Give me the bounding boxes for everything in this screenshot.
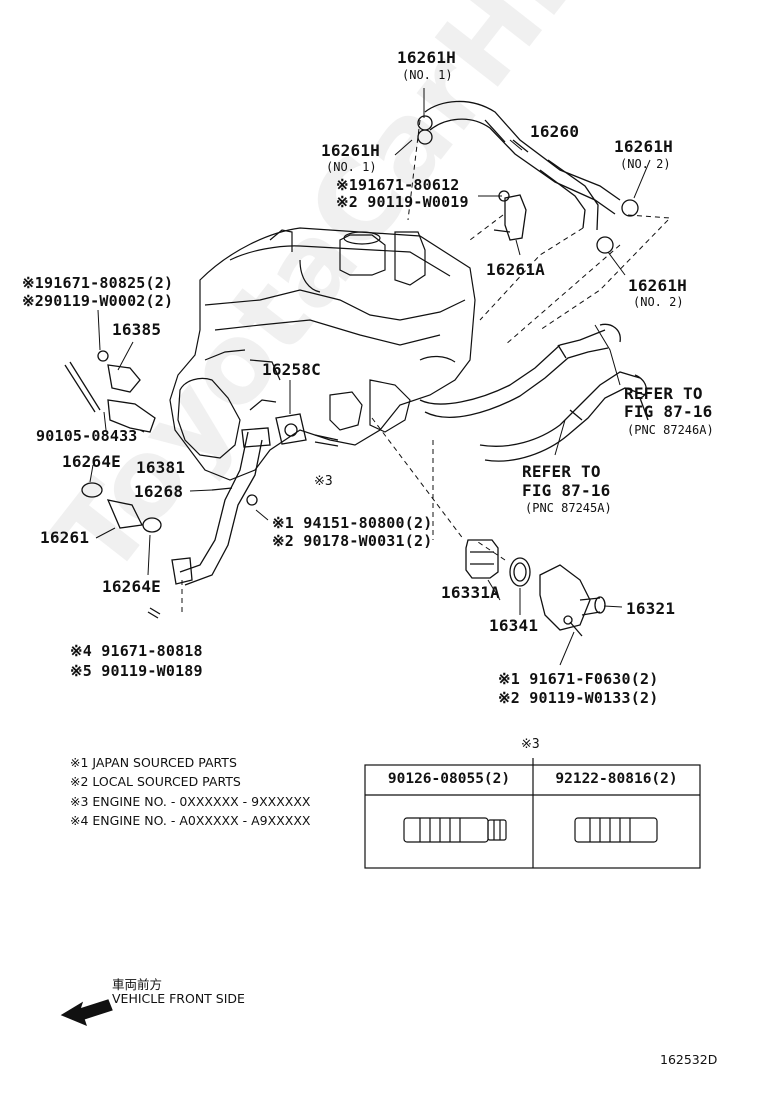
dashed-leaders bbox=[181, 119, 672, 615]
ref-91671-f0630: ※1 91671-F0630(2) bbox=[498, 670, 659, 688]
part-16261h-right2-sub: (NO. 2) bbox=[633, 295, 684, 309]
mark-3: ※3 bbox=[314, 474, 333, 489]
part-16261h-right-sub: (NO. 2) bbox=[620, 157, 671, 171]
stud-bolt bbox=[147, 607, 161, 619]
part-16260: 16260 bbox=[530, 122, 580, 141]
part-16261h-top-sub: (NO. 1) bbox=[402, 68, 453, 82]
refer-2-line1: REFER TO bbox=[522, 462, 601, 481]
ref-91671-80818: ※4 91671-80818 bbox=[70, 642, 203, 660]
note-1: ※1 JAPAN SOURCED PARTS bbox=[70, 755, 237, 770]
engine-block bbox=[169, 227, 476, 481]
part-16258c: 16258C bbox=[262, 360, 321, 379]
ref-90119-w0019: ※2 90119-W0019 bbox=[336, 193, 469, 211]
front-arrow-icon bbox=[60, 999, 113, 1027]
bracket-16381 bbox=[64, 350, 156, 433]
thermostat-group bbox=[465, 539, 606, 637]
note-3: ※3 ENGINE NO. - 0XXXXXX - 9XXXXXX bbox=[70, 794, 311, 809]
diagram-id: 162532D bbox=[660, 1052, 718, 1067]
part-16261h-mid: 16261H bbox=[321, 141, 380, 160]
part-90105-08433: 90105-08433 bbox=[36, 427, 138, 445]
front-text: VEHICLE FRONT SIDE bbox=[112, 991, 245, 1006]
part-16381: 16381 bbox=[136, 458, 186, 477]
ref-90178-w0031: ※2 90178-W0031(2) bbox=[272, 532, 433, 550]
part-16261h-right: 16261H bbox=[614, 137, 673, 156]
refer-1-line2: FIG 87-16 bbox=[624, 402, 713, 421]
front-kanji: 車両前方 bbox=[112, 977, 163, 992]
ref-91671-80612: ※191671-80612 bbox=[336, 176, 460, 194]
part-16331a: 16331A bbox=[441, 583, 500, 602]
note-2: ※2 LOCAL SOURCED PARTS bbox=[70, 774, 241, 789]
part-16261h-top: 16261H bbox=[397, 48, 456, 67]
part-16264e-a: 16264E bbox=[62, 452, 121, 471]
part-16268: 16268 bbox=[134, 482, 184, 501]
ref-90119-w0189: ※5 90119-W0189 bbox=[70, 662, 203, 680]
gasket-16258c bbox=[275, 413, 339, 447]
water-pipe-16268 bbox=[171, 427, 271, 586]
refer-1-line1: REFER TO bbox=[624, 384, 703, 403]
heater-hose-upper bbox=[417, 100, 639, 254]
part-16321: 16321 bbox=[626, 599, 676, 618]
heater-hose-right bbox=[419, 323, 649, 462]
refer-2-line2: FIG 87-16 bbox=[522, 481, 611, 500]
note-4: ※4 ENGINE NO. - A0XXXXX - A9XXXXX bbox=[70, 813, 311, 828]
table-mark: ※3 bbox=[521, 737, 540, 752]
refer-2-line3: (PNC 87245A) bbox=[525, 501, 612, 515]
part-16264e-b: 16264E bbox=[102, 577, 161, 596]
ref-90119-w0002: ※290119-W0002(2) bbox=[22, 292, 174, 310]
refer-1-line3: (PNC 87246A) bbox=[627, 423, 714, 437]
ref-94151-80800: ※1 94151-80800(2) bbox=[272, 514, 433, 532]
table-col2: 92122-80816(2) bbox=[555, 771, 678, 787]
part-16261a: 16261A bbox=[486, 260, 545, 279]
hose-16261 bbox=[81, 482, 162, 533]
part-16341: 16341 bbox=[489, 616, 539, 635]
part-16385: 16385 bbox=[112, 320, 162, 339]
stud-table bbox=[364, 758, 701, 869]
table-col1: 90126-08055(2) bbox=[387, 771, 511, 787]
ref-90119-w0133: ※2 90119-W0133(2) bbox=[498, 689, 659, 707]
part-16261: 16261 bbox=[40, 528, 90, 547]
ref-91671-80825: ※191671-80825(2) bbox=[22, 274, 174, 292]
part-16261h-mid-sub: (NO. 1) bbox=[326, 160, 377, 174]
leader-lines bbox=[89, 88, 651, 666]
part-16261h-right2: 16261H bbox=[628, 276, 687, 295]
bracket-16261a bbox=[493, 190, 527, 241]
